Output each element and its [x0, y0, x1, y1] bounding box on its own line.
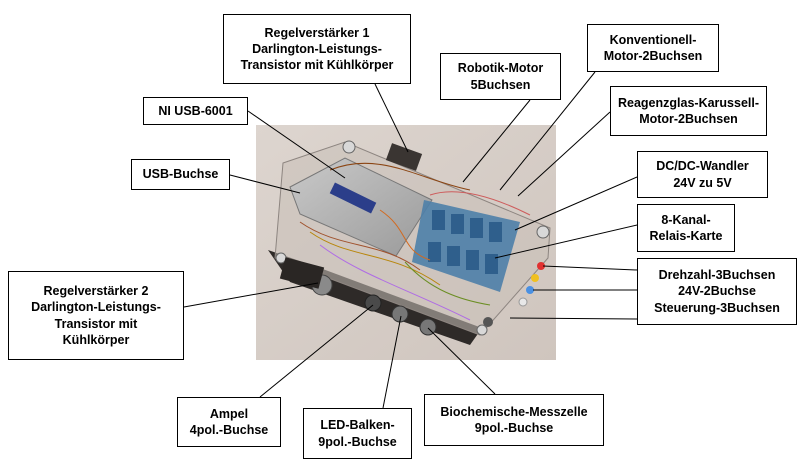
label-line: LED-Balken-	[320, 418, 395, 433]
label-dc-dc-wandler: DC/DC-Wandler 24V zu 5V	[637, 151, 768, 198]
label-led-balken: LED-Balken- 9pol.-Buchse	[303, 408, 412, 459]
colored-sockets	[518, 262, 545, 307]
label-line: Darlington-Leistungs-	[252, 41, 382, 56]
ni-logo	[329, 182, 377, 214]
heat-sink-2	[279, 257, 325, 289]
label-line: Transistor mit	[54, 316, 138, 331]
label-line: USB-Buchse	[142, 167, 219, 182]
label-line: 9pol.-Buchse	[318, 434, 397, 449]
label-line: 4pol.-Buchse	[189, 423, 269, 437]
label-line: Steuerung-3Buchsen	[654, 300, 780, 315]
leader-regelverstaerker1	[374, 83, 409, 153]
label-biochemische-messzelle: Biochemische-Messzelle 9pol.-Buchse	[424, 394, 604, 446]
label-line: Transistor mit Kühlkörper	[240, 58, 394, 73]
leader-konventionell-motor	[499, 71, 596, 191]
label-relais-karte: 8-Kanal- Relais-Karte	[637, 204, 735, 252]
label-line: Regelverstärker 2	[43, 284, 149, 298]
label-ampel: Ampel 4pol.-Buchse	[177, 397, 281, 447]
label-usb-buchse: USB-Buchse	[131, 159, 230, 190]
wires	[299, 162, 531, 321]
label-drehzahl: Drehzahl-3Buchsen 24V-2Buchse Steuerung-…	[637, 258, 797, 325]
label-line: Regelverstärker 1	[264, 25, 370, 40]
label-line: Darlington-Leistungs-	[31, 300, 161, 315]
leader-dc-dc	[514, 176, 638, 231]
label-ni-usb: NI USB-6001	[143, 97, 248, 125]
label-line: NI USB-6001	[158, 103, 233, 118]
label-line: Motor-2Buchsen	[603, 49, 703, 63]
leader-robotik-motor	[462, 99, 531, 183]
label-line: Relais-Karte	[649, 229, 723, 243]
label-line: Ampel	[209, 406, 249, 421]
label-line: Reagenzglas-Karussell-	[617, 95, 760, 110]
label-line: 24V-2Buchse	[678, 284, 756, 299]
label-konventionell-motor: Konventionell- Motor-2Buchsen	[587, 24, 719, 72]
label-line: DC/DC-Wandler	[656, 159, 749, 174]
label-line: Motor-2Buchsen	[639, 112, 738, 126]
label-line: Robotik-Motor	[457, 61, 544, 76]
label-line: 9pol.-Buchse	[474, 421, 554, 435]
leader-usb-buchse	[229, 174, 301, 194]
leader-reagenzglas	[517, 111, 611, 197]
leader-biochemische	[427, 327, 496, 395]
heat-sink-1	[385, 143, 423, 171]
leader-ampel	[259, 304, 374, 398]
leader-ni-usb	[247, 110, 346, 179]
leader-led-balken	[382, 315, 402, 409]
leader-drehzahl-3	[509, 317, 638, 320]
label-robotik-motor: Robotik-Motor 5Buchsen	[440, 53, 561, 100]
leader-relais	[494, 224, 638, 259]
label-line: Kühlkörper	[62, 332, 130, 347]
leader-drehzahl-1	[542, 265, 638, 271]
label-line: 8-Kanal-	[661, 212, 711, 227]
label-line: 24V zu 5V	[673, 175, 732, 190]
label-regelverstaerker2: Regelverstärker 2 Darlington-Leistungs- …	[8, 271, 184, 360]
relay-blocks	[428, 210, 502, 274]
leader-regelverstaerker2	[183, 282, 319, 308]
label-line: 5Buchsen	[470, 77, 531, 92]
label-line: Konventionell-	[609, 32, 697, 47]
label-line: Drehzahl-3Buchsen	[658, 268, 776, 283]
corner-screws	[275, 140, 550, 336]
label-reagenzglas-karussell: Reagenzglas-Karussell- Motor-2Buchsen	[610, 86, 767, 136]
label-regelverstaerker1: Regelverstärker 1 Darlington-Leistungs- …	[223, 14, 411, 84]
label-line: Biochemische-Messzelle	[440, 404, 588, 419]
